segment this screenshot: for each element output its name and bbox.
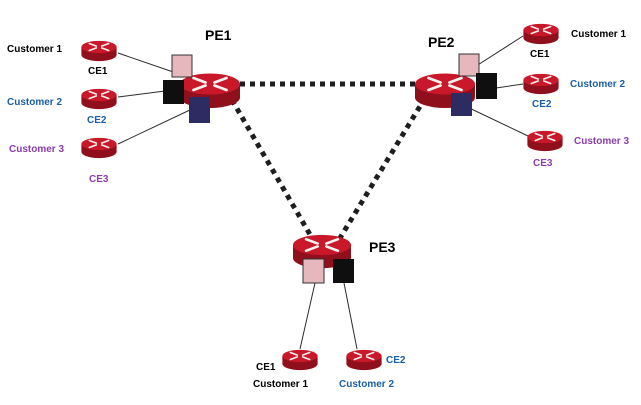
pe2-ce2-label: CE2 — [532, 99, 552, 110]
access-link-pe2-ce3 — [462, 104, 529, 137]
pe2-customer2-label: Customer 2 — [570, 79, 625, 90]
backbone-link-pe2-pe3 — [337, 96, 428, 240]
vrf-pe1-customer3 — [189, 97, 210, 123]
pe1-customer3-label: Customer 3 — [9, 144, 64, 155]
vrf-pe1-customer2 — [163, 80, 184, 104]
access-link-pe1-ce1 — [117, 52, 183, 76]
ce-router-pe3-ce2 — [345, 349, 383, 371]
vrf-pe1-customer1 — [171, 54, 193, 78]
ce-router-pe2-ce1 — [522, 23, 560, 45]
vrf-pe2-customer2 — [476, 73, 497, 99]
pe1-ce1-label: CE1 — [88, 66, 108, 77]
pe-labels: PE1 PE2 PE3 — [205, 27, 455, 255]
pe1-label: PE1 — [205, 27, 232, 43]
ce-router-pe3-ce1 — [281, 349, 319, 371]
vrf-pe3-customer1 — [302, 258, 325, 284]
pe1-ce3-label: CE3 — [89, 174, 109, 185]
pe3-ce2-label: CE2 — [386, 355, 406, 366]
ce-router-pe1-ce2 — [80, 88, 118, 110]
access-link-pe1-ce3 — [117, 108, 193, 145]
access-link-pe3-ce2 — [343, 282, 358, 350]
pe3-ce1-label: CE1 — [256, 362, 276, 373]
ce-router-pe2-ce2 — [522, 73, 560, 95]
ce-router-pe1-ce3 — [80, 137, 118, 159]
pe3-label: PE3 — [369, 239, 396, 255]
vrf-pe2-customer1 — [458, 53, 480, 77]
vrf-pe3-customer2 — [333, 259, 354, 283]
vrf-pe2-customer3 — [451, 93, 472, 116]
vrf-blocks — [163, 53, 497, 284]
pe1-customer2-label: Customer 2 — [7, 97, 62, 108]
pe2-label: PE2 — [428, 34, 455, 50]
pe2-customer3-label: Customer 3 — [574, 136, 629, 147]
site-labels: Customer 1 CE1 Customer 2 CE2 Customer 3… — [7, 29, 629, 390]
access-link-pe1-ce2 — [117, 90, 166, 98]
access-link-pe2-ce2 — [495, 83, 524, 89]
pe1-ce2-label: CE2 — [87, 115, 107, 126]
pe1-customer1-label: Customer 1 — [7, 44, 62, 55]
pe3-customer1-label: Customer 1 — [253, 379, 308, 390]
ce-router-pe2-ce3 — [526, 130, 564, 152]
pe2-customer1-label: Customer 1 — [571, 29, 626, 40]
pe2-ce1-label: CE1 — [530, 49, 550, 60]
backbone-link-pe1-pe3 — [229, 98, 315, 240]
backbone-links — [229, 81, 428, 240]
pe3-customer2-label: Customer 2 — [339, 379, 394, 390]
access-link-pe3-ce1 — [299, 282, 316, 350]
ce-router-pe1-ce1 — [80, 40, 118, 62]
pe2-ce3-label: CE3 — [533, 158, 553, 169]
